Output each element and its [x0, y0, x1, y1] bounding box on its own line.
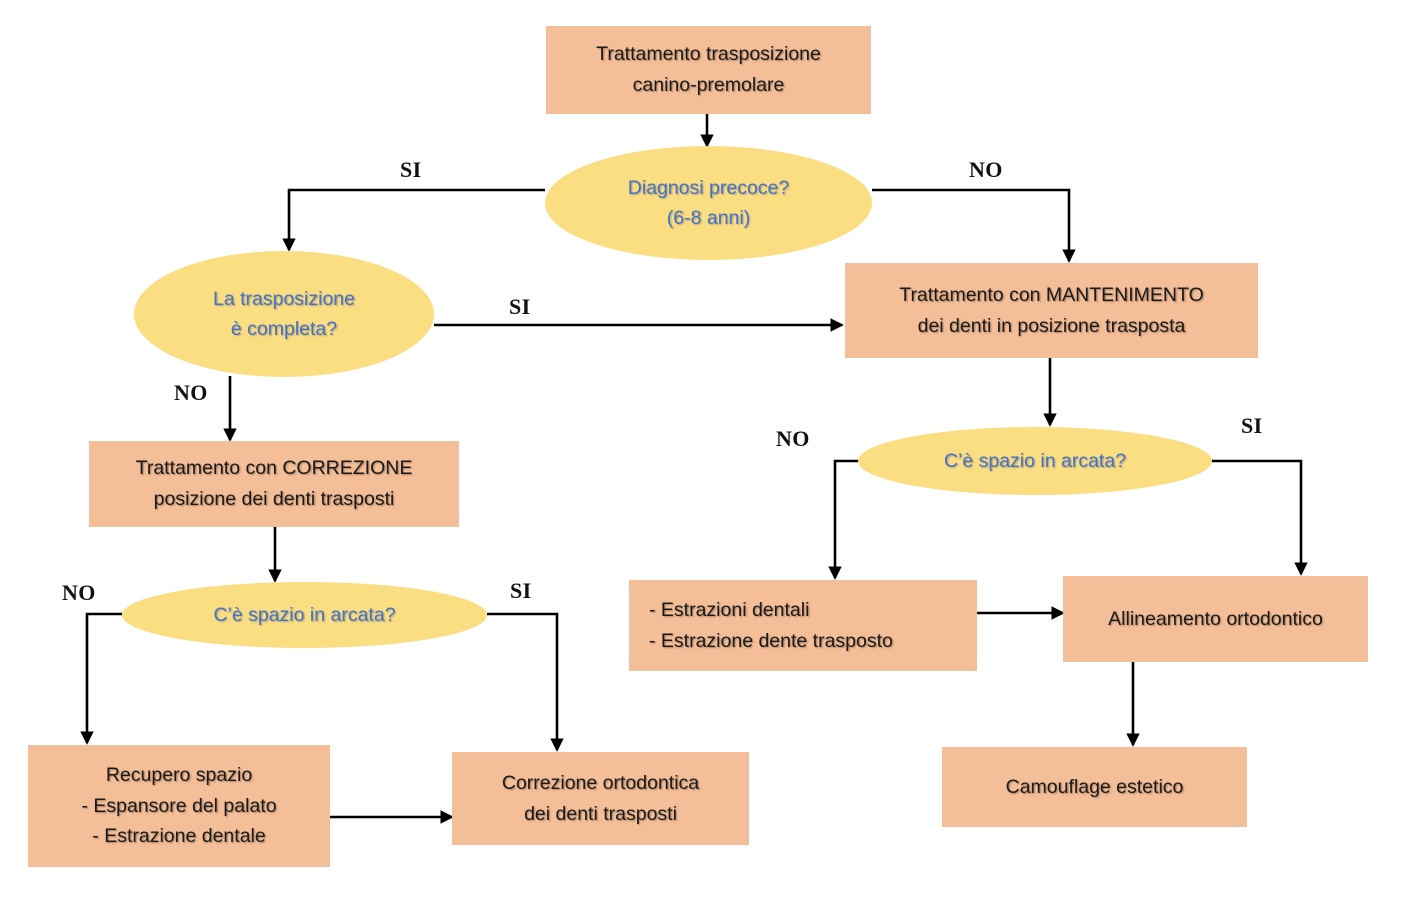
node-estrazioni[interactable]: - Estrazioni dentali - Estrazione dente …	[629, 580, 977, 671]
node-estrazioni-line-2: - Estrazione dente trasposto	[649, 629, 893, 652]
node-estrazioni-line-1: - Estrazioni dentali	[649, 598, 810, 621]
node-recupero-spazio-line-2: - Espansore del palato	[81, 794, 277, 817]
connector-spazio-left-no	[80, 612, 122, 745]
node-correzione-ortodontica-line-1: Correzione ortodontica	[501, 771, 700, 794]
edge-label-spazio-left-si: SI	[510, 578, 532, 603]
node-correzione-line-1: Trattamento con CORREZIONE	[135, 457, 413, 480]
edge-label-completa-si: SI	[509, 294, 531, 319]
node-spazio-arcata-left[interactable]: C’è spazio in arcata?	[122, 582, 487, 648]
node-recupero-spazio-line-1: Recupero spazio	[105, 763, 253, 786]
node-spazio-arcata-right-line-1: C’è spazio in arcata?	[943, 449, 1127, 472]
edge-label-spazio-right-no: NO	[776, 426, 810, 451]
node-start[interactable]: Trattamento trasposizione canino-premola…	[546, 26, 871, 114]
node-spazio-arcata-left-line-1: C’è spazio in arcata?	[213, 603, 396, 626]
node-recupero-spazio[interactable]: Recupero spazio - Espansore del palato -…	[28, 745, 330, 867]
node-recupero-spazio-line-3: - Estrazione dentale	[92, 825, 266, 848]
node-start-line-1: Trattamento trasposizione	[596, 43, 821, 66]
node-mantenimento[interactable]: Trattamento con MANTENIMENTO dei denti i…	[845, 263, 1258, 358]
node-correzione[interactable]: Trattamento con CORREZIONE posizione dei…	[89, 441, 459, 527]
edge-label-spazio-left-no: NO	[62, 580, 96, 605]
node-correzione-ortodontica-line-2: dei denti trasposti	[524, 802, 677, 825]
node-trasposizione-completa[interactable]: La trasposizione è completa?	[134, 251, 434, 377]
node-allineamento[interactable]: Allineamento ortodontico	[1063, 576, 1368, 662]
node-correzione-line-2: posizione dei denti trasposti	[153, 488, 395, 510]
node-diagnosi-line-2: (6-8 anni)	[666, 207, 751, 229]
node-start-line-2: canino-premolare	[632, 74, 785, 96]
node-camouflage-line-1: Camouflage estetico	[1005, 775, 1184, 798]
node-correzione-ortodontica[interactable]: Correzione ortodontica dei denti traspos…	[452, 752, 749, 845]
node-mantenimento-line-1: Trattamento con MANTENIMENTO	[899, 283, 1204, 306]
edge-label-diagnosi-no: NO	[969, 157, 1003, 182]
node-diagnosi-precoce[interactable]: Diagnosi precoce? (6-8 anni)	[545, 146, 872, 260]
edge-label-diagnosi-si: SI	[400, 157, 422, 182]
connector-spazio-right-si	[1212, 459, 1308, 576]
node-trasposizione-completa-line-2: è completa?	[230, 318, 338, 340]
node-mantenimento-line-2: dei denti in posizione trasposta	[917, 314, 1186, 337]
node-camouflage[interactable]: Camouflage estetico	[942, 747, 1247, 827]
node-trasposizione-completa-line-1: La trasposizione	[212, 287, 355, 310]
node-diagnosi-line-1: Diagnosi precoce?	[627, 176, 790, 199]
connector-spazio-right-no	[828, 459, 858, 580]
node-spazio-arcata-right[interactable]: C’è spazio in arcata?	[858, 427, 1212, 495]
connector-diagnosi-si	[282, 188, 545, 252]
edge-label-spazio-right-si: SI	[1241, 413, 1263, 438]
node-allineamento-line-1: Allineamento ortodontico	[1108, 607, 1323, 630]
connector-diagnosi-no	[872, 188, 1076, 263]
connector-spazio-left-si	[487, 612, 564, 752]
edge-label-completa-no: NO	[174, 380, 208, 405]
